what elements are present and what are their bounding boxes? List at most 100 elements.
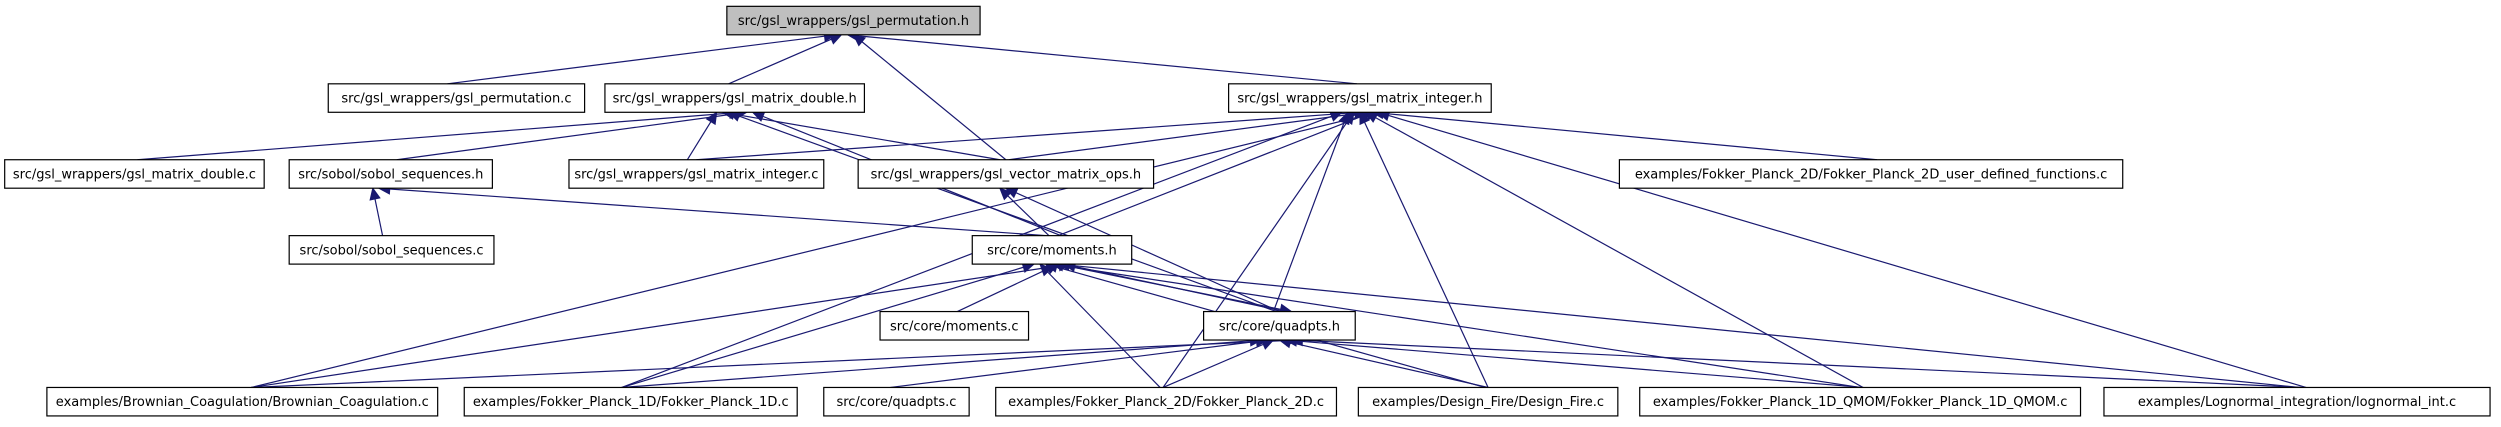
nodes-layer: src/gsl_wrappers/gsl_permutation.h src/gs… (4, 5, 2491, 417)
node-label[interactable]: src/sobol/sobol_sequences.h (298, 167, 483, 182)
arrowhead-icon (852, 34, 867, 47)
node-fp1d_qmom_c[interactable]: examples/Fokker_Planck_1D_QMOM/Fokker_Pl… (1639, 386, 2082, 417)
node-label[interactable]: src/core/moments.h (987, 243, 1117, 258)
node-label[interactable]: examples/Brownian_Coagulation/Brownian_C… (56, 395, 429, 410)
node-box[interactable] (288, 159, 493, 189)
node-box[interactable] (288, 235, 495, 265)
edge-line (1007, 195, 1050, 237)
node-label[interactable]: examples/Lognormal_integration/lognormal… (2138, 395, 2456, 410)
edge-line (1272, 122, 1345, 312)
node-quadpts_c[interactable]: src/core/quadpts.c (823, 386, 970, 417)
arrowhead-icon (999, 187, 1013, 201)
edge-moments_h-to-quadpts_h (1057, 263, 1293, 315)
edge-line (447, 35, 825, 85)
node-design_fire_c[interactable]: examples/Design_Fire/Design_Fire.c (1357, 386, 1619, 417)
node-box[interactable] (46, 386, 439, 417)
node-lognormal_c[interactable]: examples/Lognormal_integration/lognormal… (2103, 386, 2491, 417)
node-fp1d_c[interactable]: examples/Fokker_Planck_1D/Fokker_Planck_… (463, 386, 798, 417)
edge-line (861, 41, 1007, 161)
edge-line (251, 265, 1060, 389)
edge-fp2d_c-to-moments_h (1039, 263, 1161, 388)
node-label[interactable]: src/gsl_wrappers/gsl_matrix_integer.h (1237, 92, 1482, 107)
node-label[interactable]: src/gsl_wrappers/gsl_matrix_double.c (13, 167, 256, 182)
edge-line (1364, 122, 1489, 388)
node-box[interactable] (726, 5, 981, 36)
node-label[interactable]: examples/Fokker_Planck_1D_QMOM/Fokker_Pl… (1653, 395, 2068, 410)
node-gsl_vector_matrix_ops_h[interactable]: src/gsl_wrappers/gsl_vector_matrix_ops.h (857, 159, 1155, 189)
node-box[interactable] (604, 83, 866, 113)
edge-line (396, 113, 736, 161)
edge-quadpts_h-to-gsl_matrix_double_h (727, 110, 1277, 313)
node-brownian_c[interactable]: examples/Brownian_Coagulation/Brownian_C… (46, 386, 439, 417)
node-gsl_permutation_c[interactable]: src/gsl_wrappers/gsl_permutation.c (327, 83, 586, 113)
node-label[interactable]: examples/Fokker_Planck_1D/Fokker_Planck_… (473, 395, 789, 410)
edge-line (733, 113, 1000, 161)
node-box[interactable] (971, 235, 1133, 265)
node-box[interactable] (823, 386, 970, 417)
edge-line (251, 114, 1368, 389)
edge-line (1382, 112, 1878, 161)
edge-line (696, 112, 1349, 161)
arrowhead-icon (369, 187, 381, 201)
edge-gsl_matrix_double_c-to-gsl_matrix_double_h (137, 107, 742, 161)
arrowhead-icon (705, 111, 718, 126)
edge-gsl_permutation_c-to-gsl_permutation_h (447, 30, 837, 85)
node-label[interactable]: examples/Fokker_Planck_2D/Fokker_Planck_… (1635, 167, 2107, 182)
edge-gsl_vector_matrix_ops_h-to-gsl_permutation_h (852, 34, 1007, 161)
node-label[interactable]: src/gsl_wrappers/gsl_matrix_double.h (613, 92, 857, 107)
node-box[interactable] (1203, 310, 1356, 341)
node-quadpts_h[interactable]: src/core/quadpts.h (1203, 310, 1356, 341)
node-label[interactable]: src/gsl_wrappers/gsl_vector_matrix_ops.h (871, 167, 1142, 182)
node-label[interactable]: src/core/quadpts.c (836, 395, 956, 410)
arrowhead-icon (1039, 263, 1053, 277)
node-gsl_matrix_integer_h[interactable]: src/gsl_wrappers/gsl_matrix_integer.h (1228, 83, 1492, 113)
node-moments_c[interactable]: src/core/moments.c (879, 310, 1030, 341)
node-label[interactable]: src/core/quadpts.h (1219, 319, 1340, 334)
edge-fp1d_qmom_c-to-moments_h (1050, 260, 1861, 389)
edge-line (1388, 114, 2307, 389)
node-box[interactable] (1228, 83, 1492, 113)
node-box[interactable] (995, 386, 1338, 417)
node-box[interactable] (1618, 159, 2124, 189)
edge-design_fire_c-to-quadpts_h (1278, 336, 1489, 389)
edge-line (858, 35, 1357, 85)
node-gsl_matrix_double_c[interactable]: src/gsl_wrappers/gsl_matrix_double.c (4, 159, 265, 189)
arrowhead-icon (1260, 339, 1275, 350)
node-box[interactable] (327, 83, 586, 113)
node-label[interactable]: src/core/moments.c (890, 319, 1019, 334)
node-label[interactable]: examples/Design_Fire/Design_Fire.c (1372, 395, 1604, 410)
node-label[interactable]: src/gsl_wrappers/gsl_matrix_integer.c (574, 167, 818, 182)
edge-line (1296, 340, 1864, 389)
node-box[interactable] (2103, 386, 2491, 417)
node-box[interactable] (568, 159, 825, 189)
node-sobol_sequences_h[interactable]: src/sobol/sobol_sequences.h (288, 159, 493, 189)
node-label[interactable]: src/sobol/sobol_sequences.c (300, 243, 484, 258)
node-box[interactable] (857, 159, 1155, 189)
arrowhead-icon (1342, 111, 1355, 126)
node-moments_h[interactable]: src/core/moments.h (971, 235, 1133, 265)
edge-gsl_matrix_integer_c-to-gsl_matrix_integer_h (696, 107, 1362, 161)
node-gsl_permutation_h[interactable]: src/gsl_wrappers/gsl_permutation.h (726, 5, 981, 36)
edge-brownian_c-to-quadpts_h (251, 334, 1299, 389)
node-fp2d_user_defined_c[interactable]: examples/Fokker_Planck_2D/Fokker_Planck_… (1618, 159, 2124, 189)
node-box[interactable] (463, 386, 798, 417)
node-box[interactable] (4, 159, 265, 189)
node-sobol_sequences_c[interactable]: src/sobol/sobol_sequences.c (288, 235, 495, 265)
node-label[interactable]: src/gsl_wrappers/gsl_permutation.h (738, 14, 969, 29)
edge-line (738, 115, 1277, 313)
edge-line (374, 198, 384, 236)
edge-line (1062, 265, 1861, 389)
node-gsl_matrix_double_h[interactable]: src/gsl_wrappers/gsl_matrix_double.h (604, 83, 866, 113)
node-box[interactable] (1639, 386, 2082, 417)
node-fp2d_c[interactable]: examples/Fokker_Planck_2D/Fokker_Planck_… (995, 386, 1338, 417)
edge-line (1057, 115, 1362, 237)
edge-line (1302, 339, 2304, 389)
edge-line (1047, 271, 1161, 388)
edge-lognormal_c-to-quadpts_h (1290, 334, 2304, 389)
node-box[interactable] (1357, 386, 1619, 417)
node-label[interactable]: examples/Fokker_Planck_2D/Fokker_Planck_… (1008, 395, 1324, 410)
node-label[interactable]: src/gsl_wrappers/gsl_permutation.c (341, 92, 571, 107)
node-gsl_matrix_integer_c[interactable]: src/gsl_wrappers/gsl_matrix_integer.c (568, 159, 825, 189)
node-box[interactable] (879, 310, 1030, 341)
